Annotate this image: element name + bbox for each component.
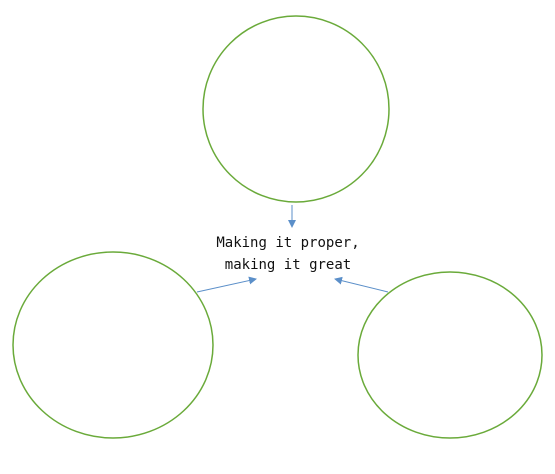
center-label-line1: Making it proper, xyxy=(216,235,360,251)
center-label: Making it proper, making it great xyxy=(188,232,388,276)
top-circle xyxy=(202,15,390,203)
center-label-line2: making it great xyxy=(224,257,352,273)
right-circle xyxy=(357,271,543,439)
left-circle xyxy=(12,251,214,439)
right-arrow xyxy=(334,276,389,293)
left-arrow xyxy=(196,276,257,293)
